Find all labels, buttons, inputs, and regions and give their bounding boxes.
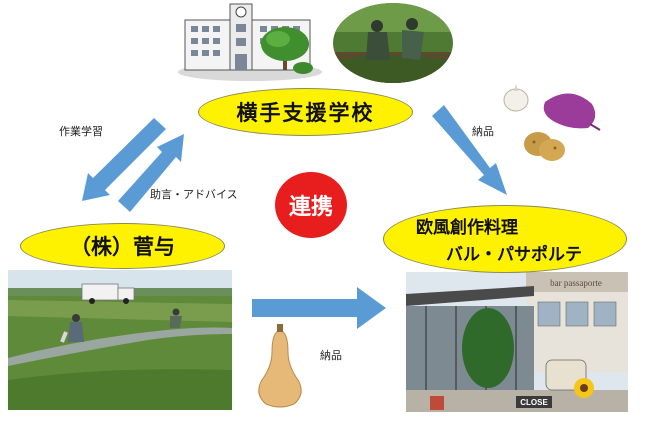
school-building-illustration (178, 3, 322, 81)
tree-icon (462, 308, 514, 388)
worker-figure (60, 314, 84, 343)
shrub (293, 62, 313, 74)
node-restaurant-line1: 欧風創作料理 (416, 218, 518, 238)
label-delivery-company: 納品 (320, 349, 342, 362)
restaurant-photo: bar passaporte CLOSE (406, 272, 628, 412)
arrow-company-to-school (118, 134, 184, 212)
close-sign: CLOSE (520, 398, 548, 407)
vegetables-illustration (503, 84, 601, 161)
node-company-label: （株）菅与 (70, 235, 175, 259)
storefront-sign: bar passaporte (550, 278, 602, 288)
squash-illustration (258, 324, 302, 408)
node-restaurant: 欧風創作料理 バル・パサポルテ (383, 205, 627, 273)
sweet-potato-icon (543, 93, 601, 131)
arrow-school-to-company (82, 118, 166, 201)
truck-icon (81, 283, 135, 304)
water-channel (8, 327, 232, 366)
arrow-school-to-restaurant (432, 105, 507, 195)
worker-figure-2 (170, 308, 182, 328)
node-restaurant-line2: バル・パサポルテ (446, 245, 582, 265)
potato-icon (524, 132, 565, 161)
label-work-study: 作業学習 (59, 125, 103, 138)
node-school-label: 横手支援学校 (236, 101, 375, 125)
field-photo (8, 270, 232, 410)
garlic-icon (503, 84, 529, 112)
label-advice: 助言・アドバイス (150, 188, 238, 201)
squash-icon (258, 324, 302, 408)
node-company: （株）菅与 (20, 223, 225, 269)
school-clock (235, 6, 247, 18)
label-delivery-school: 納品 (472, 125, 494, 138)
arrow-company-to-restaurant (252, 287, 386, 329)
node-school: 横手支援学校 (198, 88, 413, 136)
center-collaboration-badge: 連携 (275, 172, 347, 238)
tree-crown-highlight (266, 31, 290, 47)
farm-work-photo (333, 3, 453, 83)
center-label: 連携 (288, 195, 333, 220)
